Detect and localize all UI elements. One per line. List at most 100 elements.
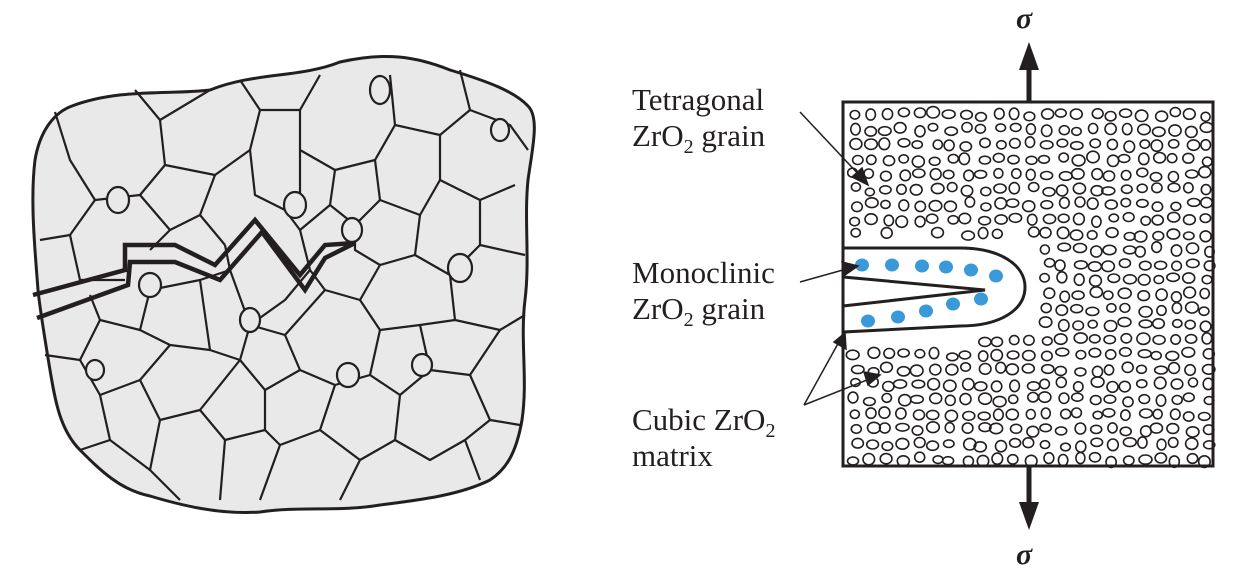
tetragonal-grain xyxy=(1027,181,1040,193)
tetragonal-grain xyxy=(1151,126,1166,138)
tetragonal-grain xyxy=(1167,361,1181,375)
tetragonal-grain xyxy=(1137,152,1150,166)
tetragonal-grain xyxy=(1091,107,1104,120)
tetragonal-grain xyxy=(1005,198,1020,208)
tetragonal-grain xyxy=(1043,287,1056,300)
tetragonal-grain xyxy=(883,347,896,360)
tetragonal-grain xyxy=(1135,364,1148,375)
tetragonal-grain xyxy=(1170,244,1183,257)
tetragonal-grain xyxy=(974,111,988,122)
tetragonal-grain xyxy=(1153,260,1168,271)
tetragonal-grain xyxy=(1043,451,1055,465)
sigma-arrowhead-top xyxy=(1019,42,1039,70)
tetragonal-grain xyxy=(964,196,976,208)
tetragonal-grain xyxy=(1169,106,1182,118)
tetragonal-grain xyxy=(897,348,910,358)
tetragonal-grain xyxy=(1100,260,1116,273)
tetragonal-grain xyxy=(1073,332,1088,344)
tetragonal-grain xyxy=(1089,286,1104,299)
tetragonal-grain xyxy=(995,123,1007,133)
tetragonal-grain xyxy=(1070,392,1084,403)
tetragonal-grain xyxy=(1042,186,1056,197)
tetragonal-grain xyxy=(1040,302,1052,314)
tetragonal-grain xyxy=(930,182,945,195)
tetragonal-grain xyxy=(1021,349,1036,362)
tetragonal-grain-field xyxy=(845,105,1216,469)
tetragonal-grain xyxy=(1071,154,1086,167)
tetragonal-grain xyxy=(1155,393,1167,407)
tetragonal-grain xyxy=(878,422,891,434)
tetragonal-grain xyxy=(1072,212,1086,226)
tetragonal-grain xyxy=(897,137,911,148)
tetragonal-grain xyxy=(1166,152,1178,164)
tetragonal-grain xyxy=(973,169,988,180)
tetragonal-grain xyxy=(1025,155,1038,166)
tetragonal-grain xyxy=(1154,110,1169,123)
tetragonal-grain xyxy=(1037,391,1052,404)
tetragonal-grain xyxy=(1165,272,1181,283)
tetragonal-grain xyxy=(1089,394,1102,406)
tetragonal-grain xyxy=(994,361,1007,374)
tetragonal-grain xyxy=(1103,319,1118,333)
tetragonal-grain xyxy=(1184,319,1196,330)
tetragonal-grain xyxy=(1138,260,1152,271)
monoclinic-grain xyxy=(891,310,905,324)
tetragonal-grain xyxy=(1135,198,1149,208)
tetragonal-grain xyxy=(942,169,955,180)
monoclinic-label-line1: Monoclinic xyxy=(632,255,775,290)
tetragonal-grain xyxy=(990,348,1004,362)
tetragonal-grain xyxy=(1182,392,1196,403)
tetragonal-grain xyxy=(1151,318,1166,330)
tetragonal-grain xyxy=(1119,426,1132,437)
tetragonal-grain xyxy=(1198,165,1212,179)
tetragonal-grain xyxy=(1199,213,1212,224)
tetragonal-grain xyxy=(1201,363,1216,376)
tetragonal-grain xyxy=(1005,363,1020,376)
tetragonal-grain xyxy=(911,155,926,168)
tetragonal-grain xyxy=(1092,410,1104,420)
tetragonal-grain xyxy=(1152,151,1167,164)
tetragonal-grain xyxy=(959,392,972,406)
tetragonal-grain xyxy=(1008,181,1021,195)
tetragonal-grain xyxy=(977,411,992,421)
tetragonal-grain xyxy=(1139,139,1151,150)
tetragonal-grain xyxy=(961,121,973,133)
tetragonal-grain xyxy=(1091,215,1102,228)
tetragonal-grain xyxy=(977,215,992,226)
tetragonal-grain xyxy=(961,422,974,434)
tetragonal-grain xyxy=(914,348,926,359)
tetragonal-grain xyxy=(1185,258,1200,269)
tetragonal-grain xyxy=(928,346,940,360)
tetragonal-grain xyxy=(958,212,972,225)
tetragonal-grain xyxy=(1201,331,1213,345)
tetragonal-grain xyxy=(845,349,860,361)
tetragonal-grain xyxy=(862,396,877,407)
microstructure-outline xyxy=(31,54,536,515)
tetragonal-grain xyxy=(850,201,864,213)
tetragonal-label-line1: Tetragonal xyxy=(632,82,765,117)
tetragonal-grain xyxy=(1040,363,1055,375)
tetragonal-grain xyxy=(1107,422,1118,434)
cubic-leader-2 xyxy=(803,377,873,406)
tetragonal-grain xyxy=(1075,451,1086,465)
tetragonal-grain xyxy=(946,181,958,193)
tetragonal-grain xyxy=(1059,290,1071,303)
tetragonal-grain xyxy=(1026,213,1038,226)
tetragonal-grain xyxy=(1169,408,1181,421)
tetragonal-grain xyxy=(1181,272,1196,284)
tetragonal-grain xyxy=(1074,196,1086,208)
tetragonal-grain xyxy=(1200,138,1212,151)
tetragonal-grain xyxy=(1025,123,1037,136)
tetragonal-grain xyxy=(864,213,878,226)
tetragonal-grain xyxy=(974,123,987,135)
tetragonal-grain xyxy=(1136,183,1148,194)
tetragonal-grain xyxy=(1091,167,1104,181)
tetragonal-grain xyxy=(896,454,911,467)
tetragonal-grain xyxy=(978,155,992,165)
tetragonal-grain xyxy=(1023,111,1036,122)
tetragonal-grain xyxy=(1140,215,1152,227)
tetragonal-grain xyxy=(1171,394,1183,406)
tetragonal-grain xyxy=(879,452,893,465)
tetragonal-grain xyxy=(990,336,1004,348)
tetragonal-grain xyxy=(909,183,923,196)
